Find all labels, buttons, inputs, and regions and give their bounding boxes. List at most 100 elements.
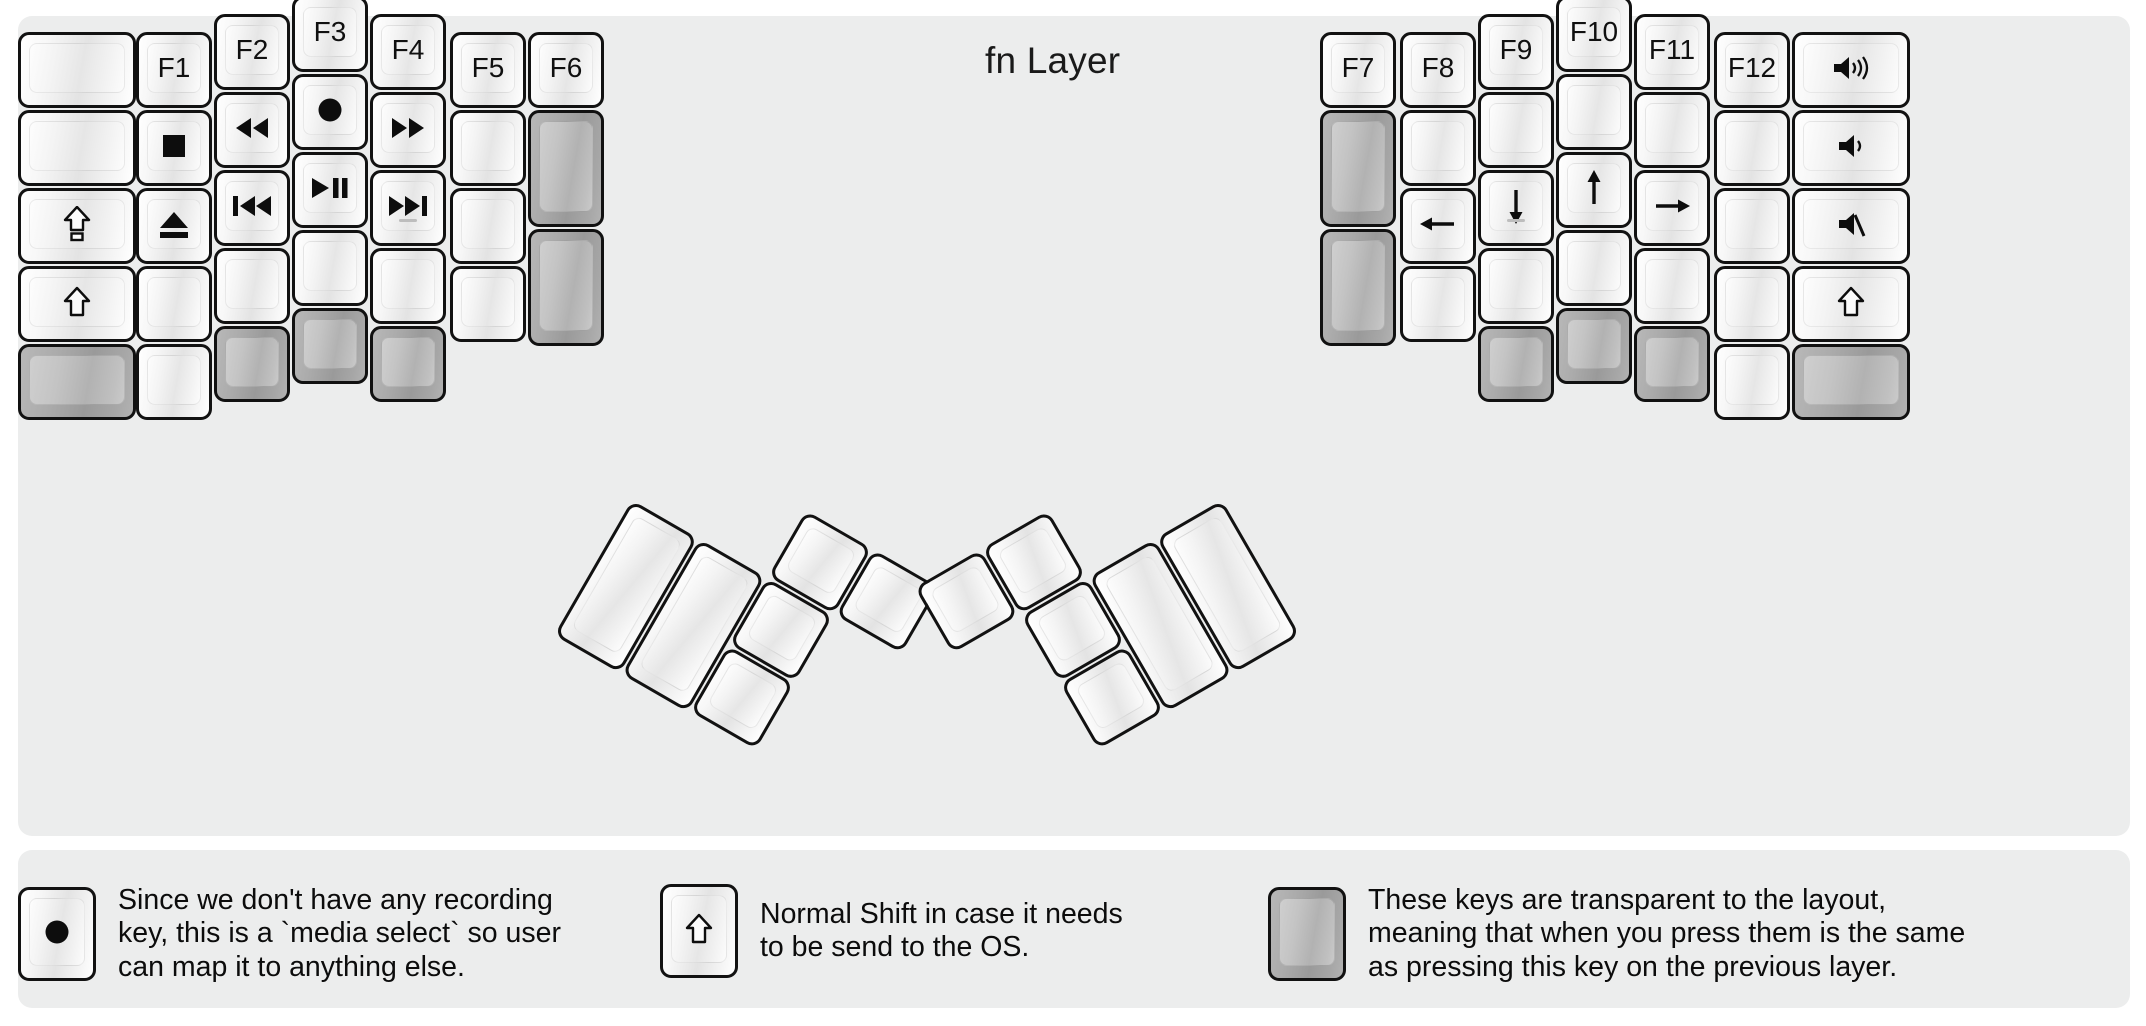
key-arrow-right[interactable] bbox=[1634, 170, 1710, 246]
keycap-face bbox=[1411, 199, 1465, 249]
keycap-face: F7 bbox=[1331, 43, 1385, 93]
key-f9[interactable]: F9 bbox=[1478, 14, 1554, 90]
key-label: F8 bbox=[1421, 52, 1455, 83]
keycap-face bbox=[147, 199, 201, 249]
volume-up-icon bbox=[1830, 53, 1872, 83]
keycap-face bbox=[147, 121, 201, 171]
key-f2[interactable]: F2 bbox=[214, 14, 290, 90]
arrow-left-icon bbox=[1418, 211, 1458, 237]
key-label: F10 bbox=[1569, 16, 1619, 47]
key-transparent[interactable] bbox=[528, 110, 604, 227]
arrow-down-icon bbox=[1503, 186, 1529, 226]
key-f7[interactable]: F7 bbox=[1320, 32, 1396, 108]
key-media-playpause[interactable] bbox=[292, 152, 368, 228]
key-blank[interactable] bbox=[18, 110, 136, 186]
key-blank[interactable] bbox=[214, 248, 290, 324]
key-volume-mute[interactable] bbox=[1792, 188, 1910, 264]
keycap-face bbox=[225, 103, 279, 153]
caps-lock-icon bbox=[63, 206, 91, 242]
key-media-record[interactable] bbox=[292, 74, 368, 150]
media-eject-icon bbox=[157, 209, 191, 239]
key-blank[interactable] bbox=[1556, 74, 1632, 150]
key-arrow-left[interactable] bbox=[1400, 188, 1476, 264]
key-sublegend-dash bbox=[399, 219, 417, 222]
key-blank[interactable] bbox=[18, 32, 136, 108]
key-transparent[interactable] bbox=[1320, 229, 1396, 346]
key-label: F6 bbox=[549, 52, 583, 83]
keycap-face bbox=[539, 121, 593, 212]
legend-panel bbox=[18, 850, 2130, 1008]
key-blank[interactable] bbox=[450, 266, 526, 342]
keycap-face bbox=[1489, 181, 1543, 231]
key-transparent[interactable] bbox=[292, 308, 368, 384]
legend-description: Normal Shift in case it needs to be send… bbox=[760, 897, 1123, 963]
keycap-face bbox=[225, 337, 279, 387]
key-blank[interactable] bbox=[1400, 266, 1476, 342]
key-blank[interactable] bbox=[1478, 92, 1554, 168]
key-blank[interactable] bbox=[136, 344, 212, 420]
key-shift[interactable] bbox=[18, 266, 136, 342]
keycap-face bbox=[381, 181, 435, 231]
key-blank[interactable] bbox=[1478, 248, 1554, 324]
keycap-face bbox=[461, 277, 515, 327]
key-transparent[interactable] bbox=[18, 344, 136, 420]
key-f5[interactable]: F5 bbox=[450, 32, 526, 108]
keycap-face bbox=[29, 355, 125, 405]
key-blank[interactable] bbox=[1634, 92, 1710, 168]
key-arrow-up[interactable] bbox=[1556, 152, 1632, 228]
keycap-face bbox=[1803, 121, 1899, 171]
key-blank[interactable] bbox=[1714, 344, 1790, 420]
legend-item: Normal Shift in case it needs to be send… bbox=[660, 884, 1123, 978]
keycap-face bbox=[1645, 181, 1699, 231]
key-transparent[interactable] bbox=[1556, 308, 1632, 384]
key-blank[interactable] bbox=[1634, 248, 1710, 324]
volume-down-icon bbox=[1835, 131, 1867, 161]
key-transparent[interactable] bbox=[1634, 326, 1710, 402]
key-blank[interactable] bbox=[370, 248, 446, 324]
keycap-face bbox=[303, 319, 357, 369]
key-f1[interactable]: F1 bbox=[136, 32, 212, 108]
key-media-next[interactable] bbox=[370, 170, 446, 246]
key-blank[interactable] bbox=[450, 110, 526, 186]
key-blank[interactable] bbox=[1400, 110, 1476, 186]
key-f10[interactable]: F10 bbox=[1556, 0, 1632, 72]
keycap-face bbox=[29, 277, 125, 327]
key-media-stop[interactable] bbox=[136, 110, 212, 186]
key-f8[interactable]: F8 bbox=[1400, 32, 1476, 108]
key-blank[interactable] bbox=[136, 266, 212, 342]
key-blank[interactable] bbox=[1556, 230, 1632, 306]
key-transparent[interactable] bbox=[1320, 110, 1396, 227]
key-transparent[interactable] bbox=[1478, 326, 1554, 402]
key-blank[interactable] bbox=[1714, 110, 1790, 186]
key-f6[interactable]: F6 bbox=[528, 32, 604, 108]
keycap-face bbox=[147, 277, 201, 327]
key-volume-up[interactable] bbox=[1792, 32, 1910, 108]
keycap-face bbox=[1489, 259, 1543, 309]
keycap-face: F12 bbox=[1725, 43, 1779, 93]
key-media-eject[interactable] bbox=[136, 188, 212, 264]
key-transparent[interactable] bbox=[1792, 344, 1910, 420]
key-transparent[interactable] bbox=[528, 229, 604, 346]
legend-key-sample bbox=[1268, 887, 1346, 982]
keycap-face bbox=[1331, 121, 1385, 212]
key-media-fast-forward[interactable] bbox=[370, 92, 446, 168]
key-shift[interactable] bbox=[1792, 266, 1910, 342]
key-transparent[interactable] bbox=[214, 326, 290, 402]
key-f3[interactable]: F3 bbox=[292, 0, 368, 72]
key-transparent[interactable] bbox=[370, 326, 446, 402]
key-volume-down[interactable] bbox=[1792, 110, 1910, 186]
key-f11[interactable]: F11 bbox=[1634, 14, 1710, 90]
key-blank[interactable] bbox=[1714, 266, 1790, 342]
key-blank[interactable] bbox=[1714, 188, 1790, 264]
key-f4[interactable]: F4 bbox=[370, 14, 446, 90]
key-arrow-down[interactable] bbox=[1478, 170, 1554, 246]
key-blank[interactable] bbox=[292, 230, 368, 306]
key-media-rewind[interactable] bbox=[214, 92, 290, 168]
key-blank[interactable] bbox=[450, 188, 526, 264]
page-title: fn Layer bbox=[985, 40, 1121, 81]
key-f12[interactable]: F12 bbox=[1714, 32, 1790, 108]
key-media-previous[interactable] bbox=[214, 170, 290, 246]
key-caps-lock[interactable] bbox=[18, 188, 136, 264]
keycap-face: F11 bbox=[1645, 25, 1699, 75]
